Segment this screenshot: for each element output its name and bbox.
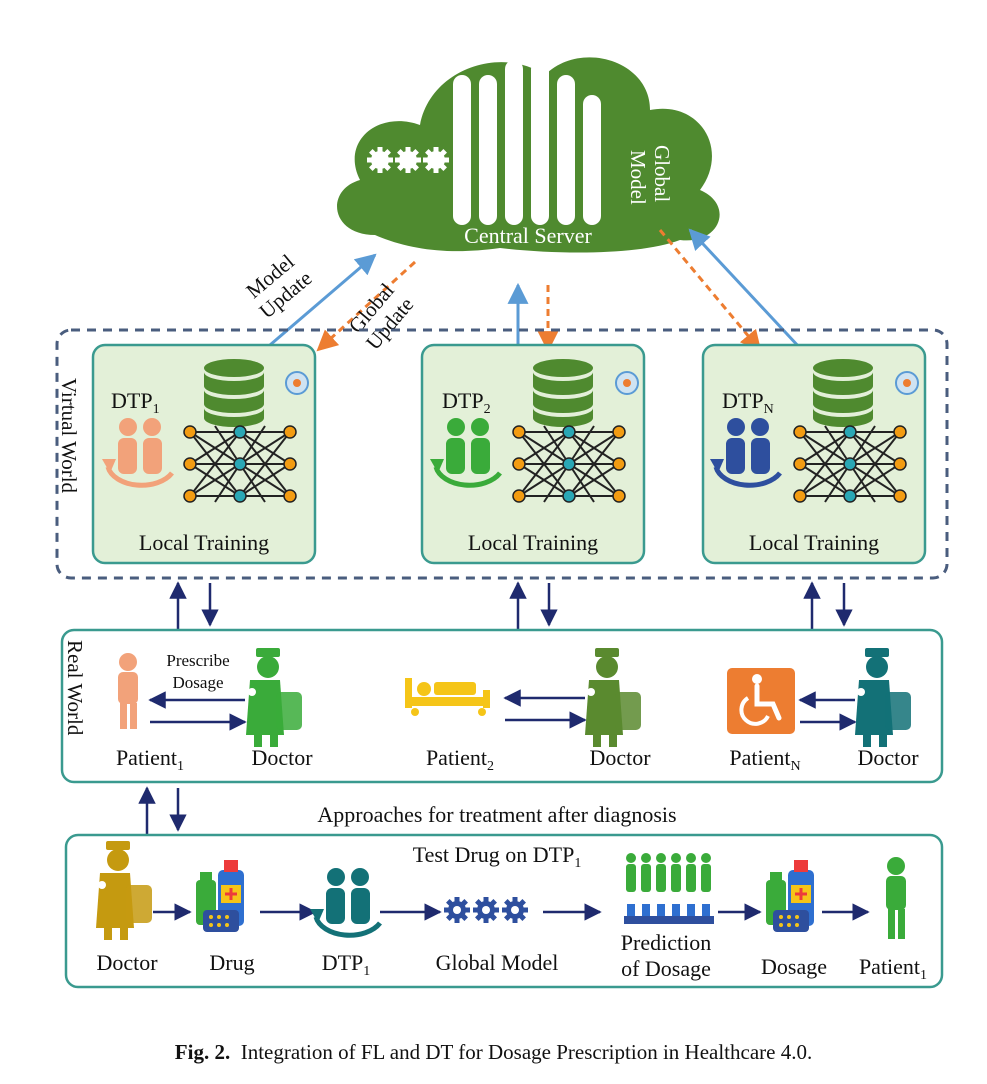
- treatment-border: [64, 833, 944, 989]
- patient-1-icon: [118, 653, 138, 729]
- treatment-title: Test Drug on DTP1: [413, 842, 582, 871]
- dtp-box-2: [420, 343, 646, 565]
- real-world-label: Real World: [63, 640, 87, 736]
- figure-number: Fig. 2.: [174, 1040, 231, 1064]
- doctor-2-label: Doctor: [589, 745, 651, 770]
- treatment-global-model-label: Global Model: [436, 950, 559, 975]
- dosage-bottles-icon: [766, 860, 814, 932]
- dtp-n-label: DTPN: [722, 388, 774, 417]
- dtp-box-1: [91, 343, 317, 565]
- treatment-drug-label: Drug: [209, 950, 254, 975]
- real-world-border: [60, 628, 944, 784]
- doctor-1-icon: [246, 648, 302, 747]
- prediction-label-1: Prediction: [621, 930, 711, 955]
- doctor-n-label: Doctor: [857, 745, 919, 770]
- wheelchair-icon: [727, 668, 795, 734]
- virtual-real-arrows: [169, 581, 853, 630]
- gear-icon: [367, 147, 449, 173]
- central-server-cloud: [337, 57, 720, 253]
- doctor-2-icon: [585, 648, 641, 747]
- real-treatment-arrows: [138, 786, 187, 835]
- patient-2-label: Patient2: [426, 745, 494, 774]
- global-update-arrows: [316, 229, 762, 353]
- virtual-world-border: [55, 328, 949, 580]
- gear-icon: [444, 897, 528, 923]
- prescribe-label-1: Prescribe: [166, 651, 229, 670]
- treatment-doctor-icon: [96, 841, 152, 940]
- global-model-label-2: Model: [626, 150, 650, 205]
- figure-caption: Fig. 2. Integration of FL and DT for Dos…: [0, 1040, 987, 1065]
- treatment-patient-icon: [886, 857, 906, 939]
- treatment-doctor-label: Doctor: [96, 950, 158, 975]
- local-training-n: Local Training: [749, 530, 879, 555]
- local-training-1: Local Training: [139, 530, 269, 555]
- patient-n-label: PatientN: [729, 745, 800, 774]
- prescribe-label-2: Dosage: [173, 673, 224, 692]
- prediction-crowd-icon: [624, 853, 714, 924]
- patient-1-label: Patient1: [116, 745, 184, 774]
- virtual-world-label: Virtual World: [57, 378, 81, 494]
- patient-2-bed-icon: [405, 678, 490, 716]
- dtp-2-label: DTP2: [442, 388, 491, 417]
- treatment-patient-label: Patient1: [859, 954, 927, 983]
- dosage-label: Dosage: [761, 954, 827, 979]
- treatment-dtp-icon: [310, 868, 380, 935]
- central-server-label: Central Server: [464, 223, 592, 248]
- doctor-n-icon: [855, 648, 911, 747]
- dtp-1-label: DTP1: [111, 388, 160, 417]
- approaches-label: Approaches for treatment after diagnosis: [317, 802, 676, 827]
- prediction-label-2: of Dosage: [621, 956, 711, 981]
- dtp-box-n: [701, 343, 927, 565]
- drug-bottles-icon: [196, 860, 244, 932]
- global-model-label-1: Global: [650, 145, 674, 202]
- local-training-2: Local Training: [468, 530, 598, 555]
- treatment-dtp-label: DTP1: [322, 950, 371, 979]
- doctor-1-label: Doctor: [251, 745, 313, 770]
- figure-caption-text: Integration of FL and DT for Dosage Pres…: [240, 1040, 813, 1064]
